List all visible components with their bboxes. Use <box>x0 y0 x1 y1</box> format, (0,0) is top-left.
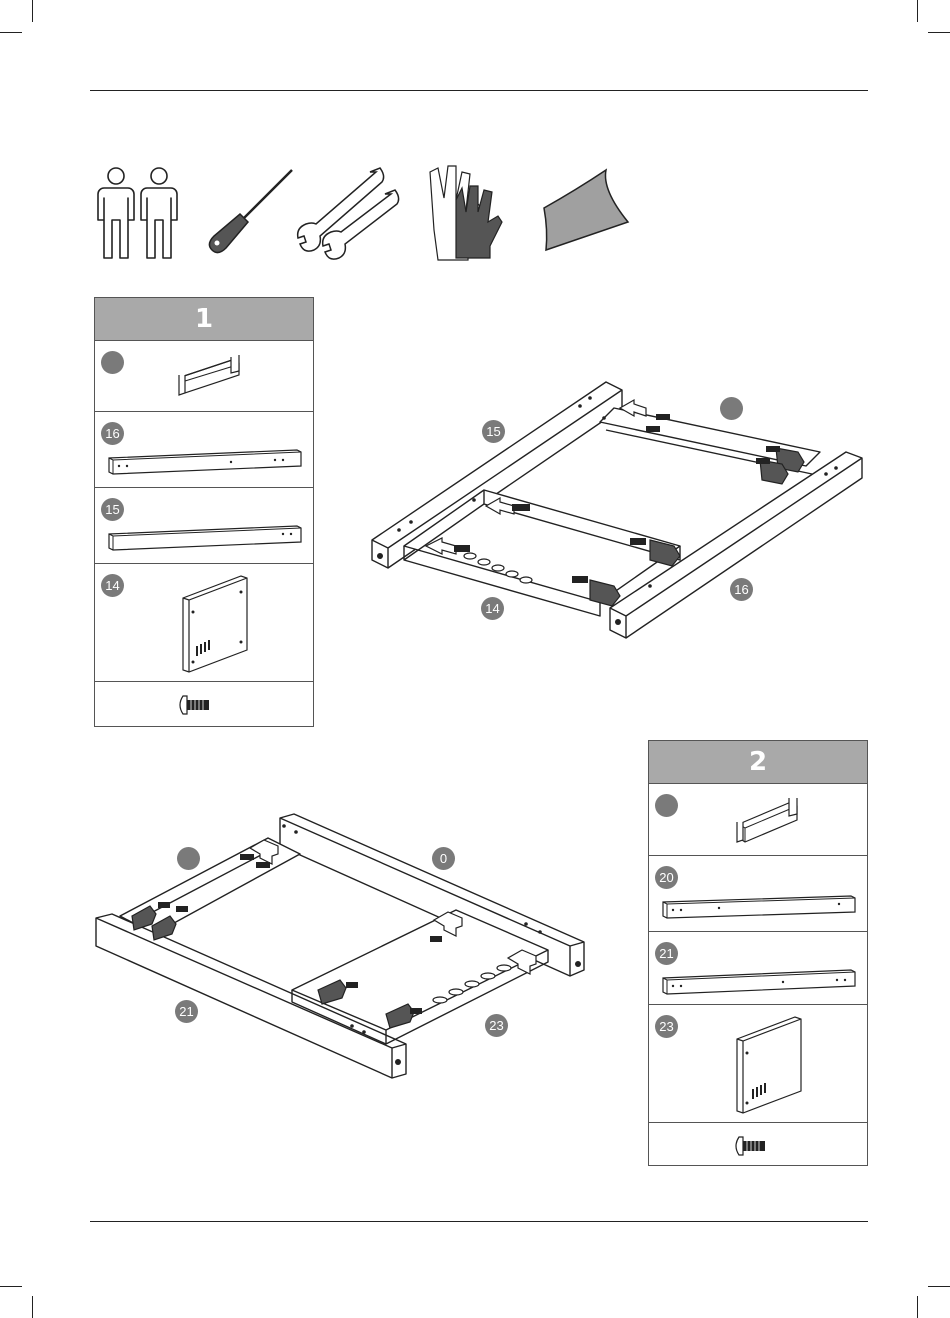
step2-label-0: 0 <box>432 847 455 870</box>
step2-label-bracket <box>177 847 200 870</box>
step2-label-23: 23 <box>485 1014 508 1037</box>
step2-label-21: 21 <box>175 1000 198 1023</box>
